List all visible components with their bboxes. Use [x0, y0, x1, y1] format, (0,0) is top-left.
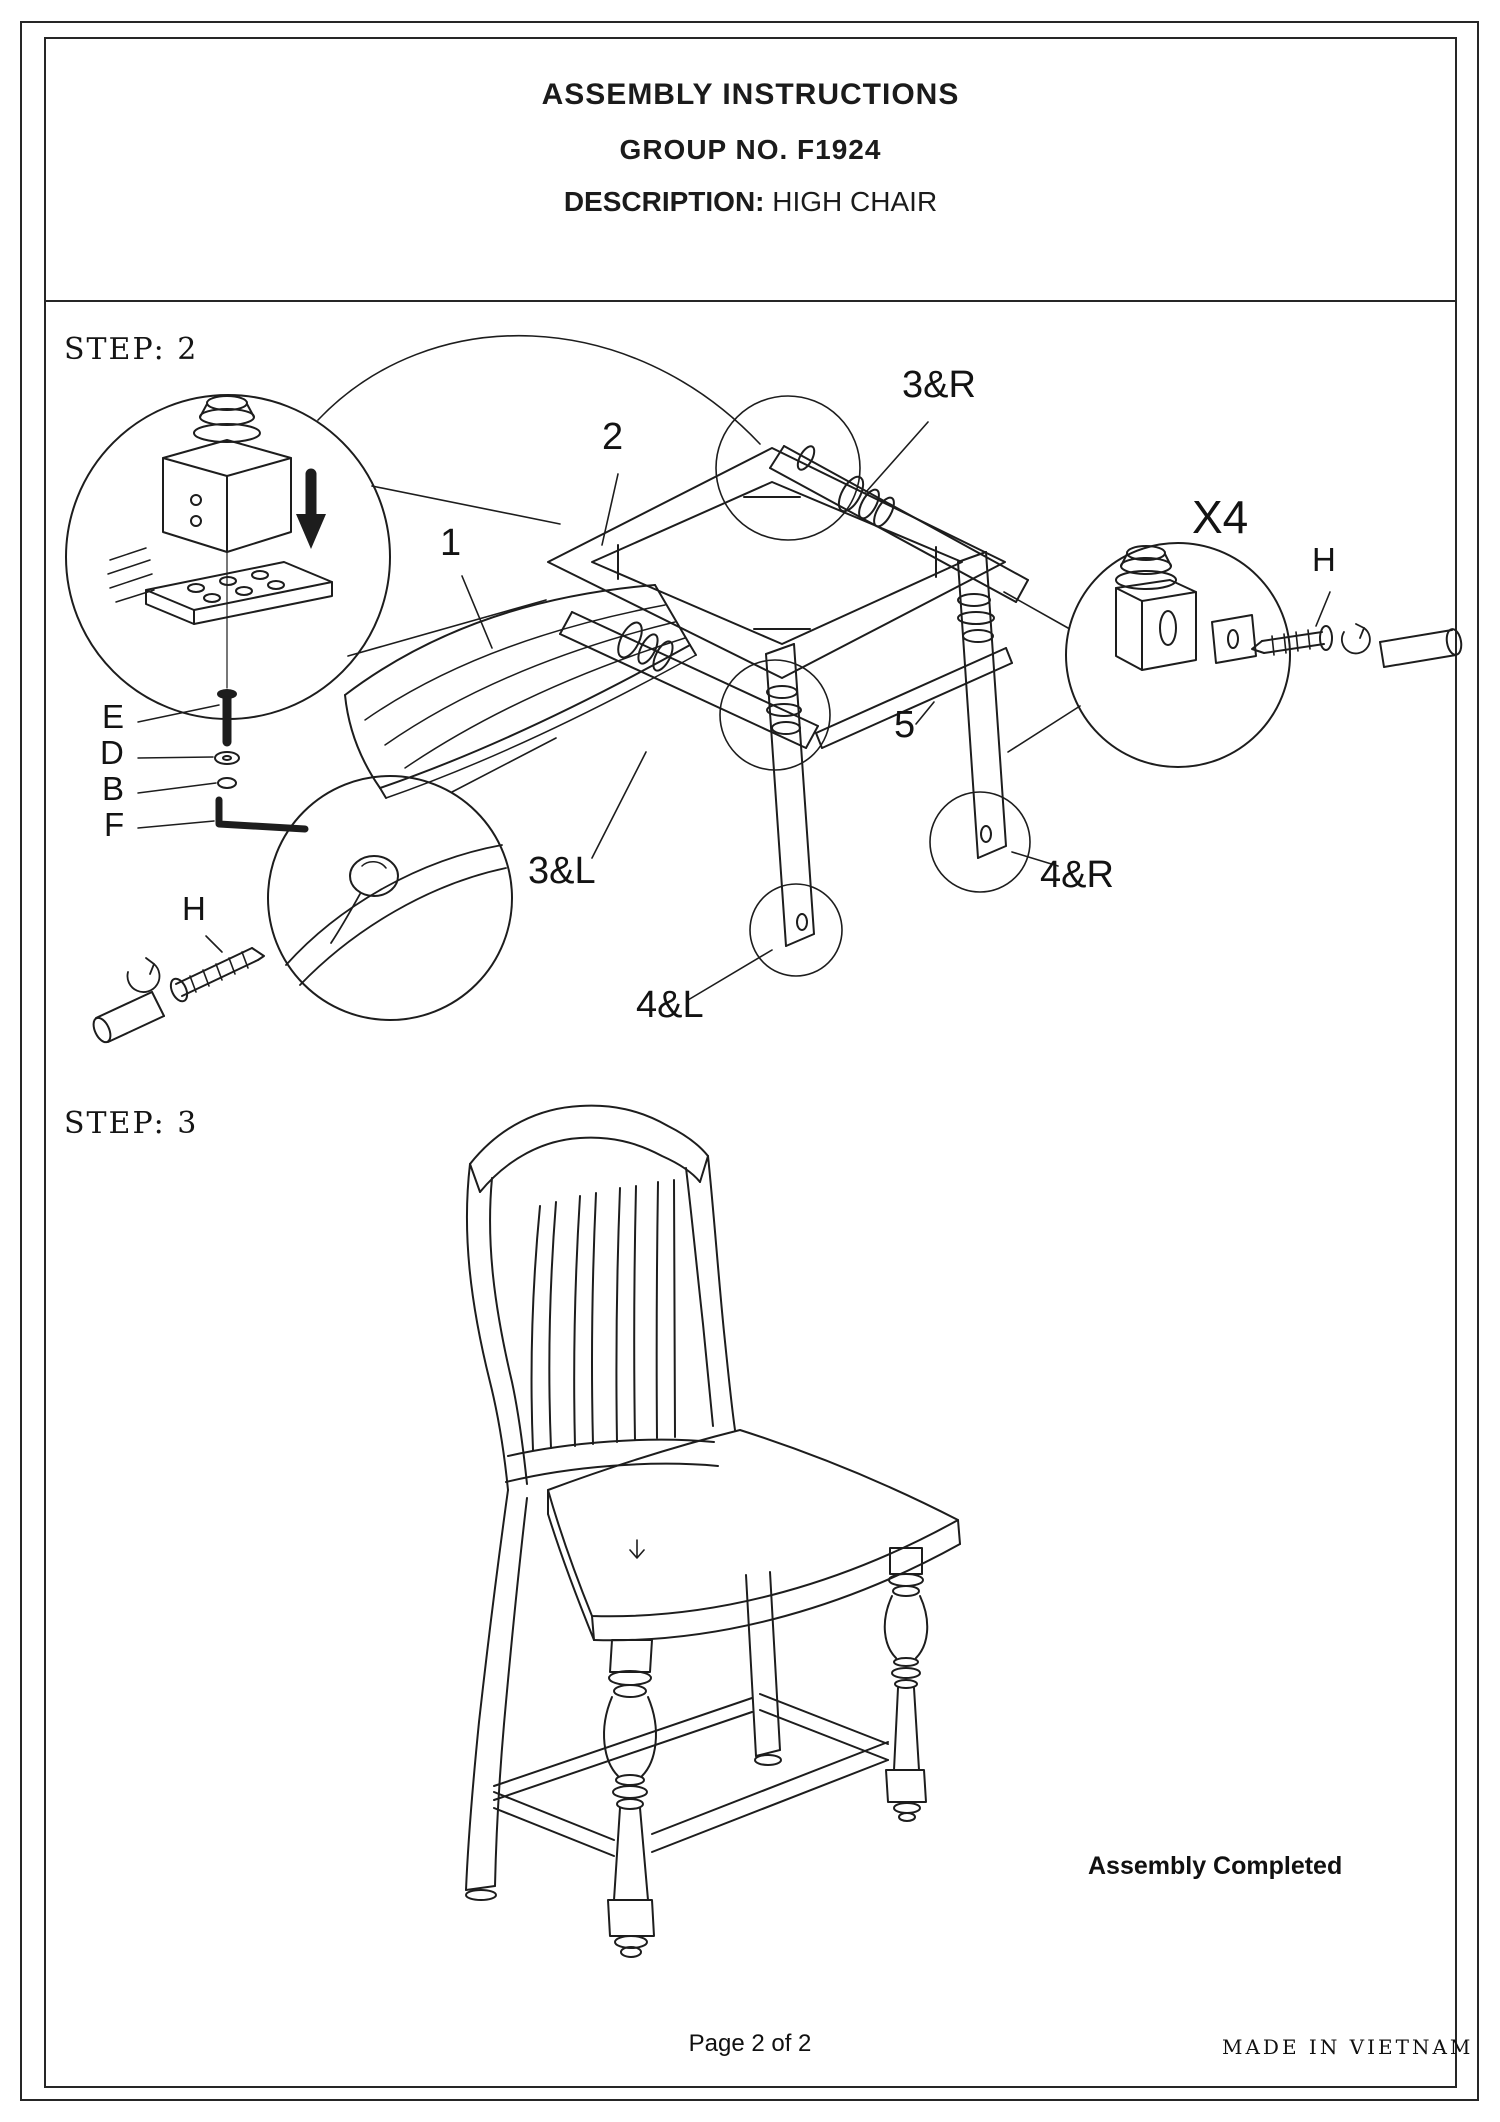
hardware-washer-d — [214, 751, 240, 765]
detail-callout-keyhole — [267, 737, 557, 1021]
hardware-label-h-left: H — [182, 890, 206, 927]
chair-back-right-leg — [745, 1571, 782, 1766]
rotate-arrow-icon — [1341, 623, 1371, 655]
inner-border — [44, 37, 1457, 2088]
seat-part-1 — [344, 584, 697, 799]
chair-seat — [547, 1429, 961, 1642]
hardware-bolt-e — [217, 689, 237, 747]
leg-3l — [559, 611, 831, 771]
chair-lower-back-rail — [505, 1438, 719, 1483]
part-label-4l: 4&L — [636, 984, 704, 1026]
leg-3r — [715, 395, 1029, 603]
hardware-label-b: B — [102, 770, 125, 807]
part-label-3r: 3&R — [902, 364, 976, 406]
driver-handle-icon — [92, 991, 165, 1044]
part-label-2: 2 — [602, 416, 624, 458]
hardware-label-f: F — [104, 806, 125, 843]
detail-callout-x4 — [1003, 542, 1291, 768]
part-label-5: 5 — [894, 704, 916, 746]
part-label-4r: 4&R — [1040, 854, 1114, 896]
screw-h-right — [1251, 623, 1463, 668]
quantity-label-x4: X4 — [1192, 491, 1249, 543]
header-divider-line — [44, 300, 1457, 302]
screw-h-left — [92, 947, 265, 1044]
leg-4r — [929, 551, 1031, 893]
assembly-completed-caption: Assembly Completed — [1088, 1852, 1343, 1880]
leg-4l — [749, 643, 843, 977]
chair-front-left-leg — [603, 1639, 657, 1958]
outer-border — [20, 21, 1479, 2101]
chair-back-left-leg — [465, 1489, 528, 1901]
hardware-label-e: E — [102, 698, 125, 735]
step2-heading: STEP: 2 — [64, 332, 199, 367]
detail-callout-leg-block — [65, 334, 761, 720]
chair-back-stiles — [465, 1155, 736, 1491]
description-value: HIGH CHAIR — [772, 186, 938, 217]
chair-back-slats — [530, 1179, 676, 1451]
chair-crown-rail — [469, 1104, 709, 1193]
driver-handle-icon — [1379, 628, 1463, 668]
down-arrow-icon — [296, 468, 326, 549]
page-number: Page 2 of 2 — [688, 2030, 812, 2057]
hardware-allen-key-f — [215, 796, 309, 833]
made-in-label: MADE IN VIETNAM — [1222, 2035, 1474, 2059]
group-number: GROUP NO. F1924 — [619, 134, 882, 165]
seat-frame-part-2 — [547, 447, 1006, 679]
hardware-label-d: D — [100, 734, 124, 771]
stretcher-part-5 — [815, 647, 1013, 749]
label-leader-lines — [205, 421, 1331, 1001]
step3-assembled-chair — [465, 1104, 961, 1958]
hardware-label-h-right: H — [1312, 541, 1336, 578]
description-label: DESCRIPTION: — [563, 186, 765, 217]
chair-front-right-leg — [883, 1547, 929, 1822]
chair-stretchers — [493, 1693, 889, 1857]
part-label-3l: 3&L — [528, 850, 596, 892]
hardware-leader-lines — [137, 704, 220, 829]
step2-exploded-diagram — [65, 334, 1463, 1044]
part-label-1: 1 — [440, 522, 462, 564]
hardware-washer-b — [217, 777, 237, 789]
description-line: DESCRIPTION: HIGH CHAIR — [44, 186, 1457, 218]
rotate-arrow-icon — [126, 957, 161, 993]
step3-heading: STEP: 3 — [64, 1106, 199, 1141]
document-title: ASSEMBLY INSTRUCTIONS — [541, 78, 960, 111]
